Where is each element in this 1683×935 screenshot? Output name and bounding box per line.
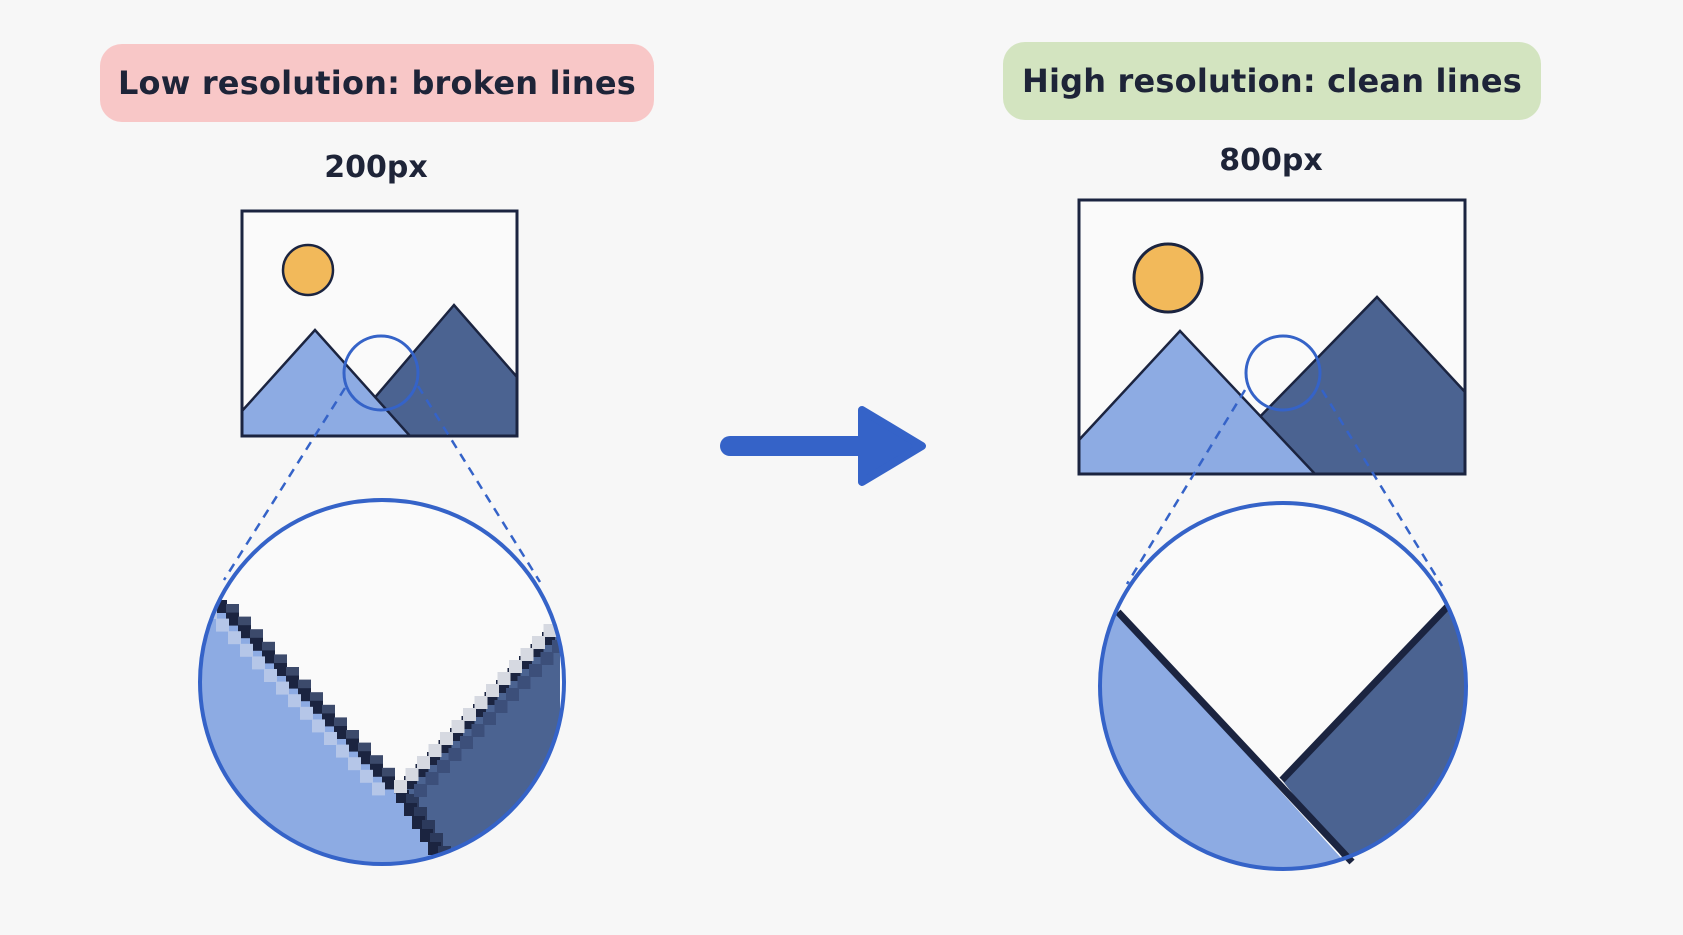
pixel-block <box>540 652 554 665</box>
pixel-block <box>288 694 301 708</box>
low-resolution-size: 200px <box>324 150 428 185</box>
pixel-block <box>394 780 407 793</box>
pixel-block <box>428 744 442 757</box>
pixel-block <box>497 672 511 685</box>
pixel-block <box>486 684 499 697</box>
pixel-block <box>370 763 383 777</box>
pixel-block <box>448 748 462 761</box>
pixelated-edges <box>204 600 564 864</box>
high-image-frame <box>1077 198 1467 476</box>
pixel-block <box>250 637 263 651</box>
pixel-block <box>276 681 289 695</box>
low-zoom-guide-left <box>222 387 347 581</box>
low-resolution-label: Low resolution: broken lines <box>100 44 654 122</box>
pixel-block <box>463 708 476 721</box>
pixel-block <box>451 720 465 733</box>
low-sun <box>281 243 335 297</box>
pixel-block <box>226 612 239 626</box>
high-zoom-guide-left <box>1125 389 1247 585</box>
pixel-block <box>396 790 409 803</box>
pixel-block <box>532 636 545 649</box>
high-zoom-light-region <box>1100 612 1352 869</box>
pixel-block <box>300 706 313 720</box>
pixel-block <box>360 769 373 783</box>
pixel-block <box>437 760 450 773</box>
high-resolution-zoom <box>1098 501 1468 871</box>
pixel-block <box>417 756 430 769</box>
pixel-block <box>310 700 323 714</box>
pixel-block <box>520 648 534 661</box>
pixel-block <box>262 650 275 664</box>
pixel-block <box>274 663 287 676</box>
pixel-block <box>372 782 385 796</box>
pixel-block <box>358 751 371 765</box>
high-zoom-guide-right <box>1320 389 1444 587</box>
high-sun <box>1132 242 1204 314</box>
pixel-block <box>483 712 496 725</box>
high-resolution-label: High resolution: clean lines <box>1003 42 1541 120</box>
pixel-block <box>420 829 433 842</box>
pixel-block <box>264 669 277 682</box>
low-dark-mountain <box>340 303 517 436</box>
pixel-block <box>216 618 229 632</box>
pixel-block <box>382 776 395 790</box>
low-image-frame <box>240 209 519 438</box>
low-magnifier-ring <box>342 334 420 412</box>
pixel-block <box>412 816 425 829</box>
pixel-block <box>228 631 241 645</box>
high-light-mountain <box>1079 329 1317 474</box>
arrow-head <box>858 406 926 486</box>
pixel-block <box>471 724 485 737</box>
pixel-block <box>240 643 253 657</box>
low-resolution-image <box>240 209 519 438</box>
low-resolution-zoom <box>198 498 566 866</box>
pixel-block <box>460 736 473 749</box>
pixel-block <box>517 676 531 689</box>
pixel-block <box>405 768 419 781</box>
pixel-block <box>334 726 347 739</box>
pixel-block <box>404 803 417 816</box>
low-zoom-guide-right <box>416 385 542 583</box>
pixel-block <box>563 628 564 641</box>
pixel-block <box>238 625 251 639</box>
high-magnifier-ring <box>1244 334 1322 412</box>
pixel-block <box>346 738 359 752</box>
low-zoom-ring <box>198 498 566 866</box>
pixel-block <box>252 656 265 670</box>
arrow-right-icon <box>720 406 926 486</box>
pixel-block <box>324 732 337 745</box>
pixel-block <box>425 772 439 785</box>
pixel-block <box>506 688 519 701</box>
pixel-block <box>298 688 311 702</box>
pixel-block <box>286 675 299 689</box>
pixel-block <box>322 713 335 727</box>
pixel-block <box>529 664 542 677</box>
high-zoom-ring <box>1098 501 1468 871</box>
low-light-mountain <box>242 328 412 436</box>
pixel-block <box>494 700 508 713</box>
high-zoom-right-edge <box>1279 603 1451 783</box>
pixel-block <box>509 660 522 673</box>
pixel-block <box>336 744 349 758</box>
pixel-block <box>414 784 427 797</box>
pixel-block <box>348 757 361 771</box>
high-zoom-left-edge <box>1115 609 1355 865</box>
high-resolution-size: 800px <box>1219 143 1323 178</box>
pixel-block <box>428 842 441 855</box>
pixel-block <box>446 859 459 864</box>
high-resolution-image <box>1077 198 1467 476</box>
pixel-block <box>440 732 453 745</box>
pixel-block <box>312 719 325 733</box>
pixel-block <box>543 624 557 637</box>
pixel-block <box>474 696 488 709</box>
